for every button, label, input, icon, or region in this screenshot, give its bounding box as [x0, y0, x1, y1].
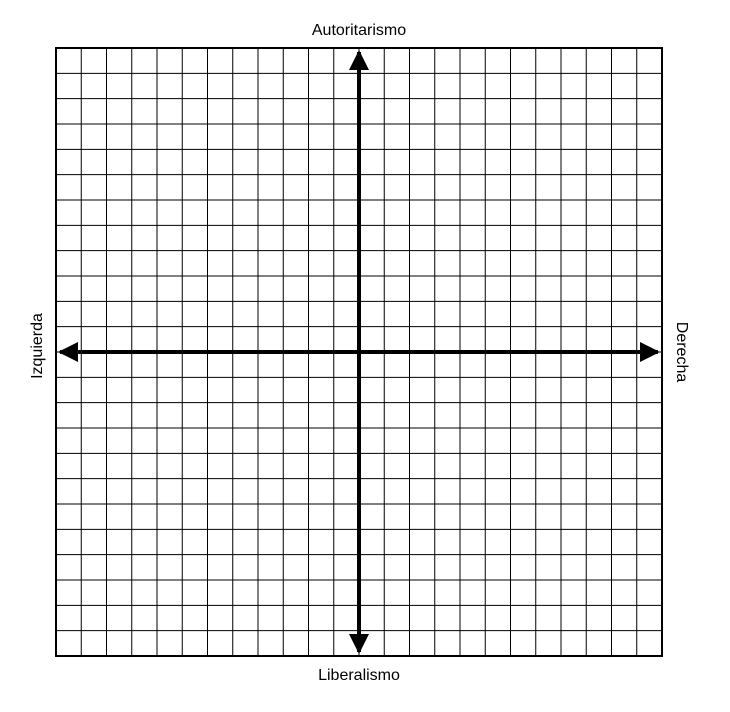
label-bottom: Liberalismo — [318, 667, 400, 684]
label-top: Autoritarismo — [312, 22, 406, 39]
grid-border — [55, 47, 663, 657]
label-right: Derecha — [673, 322, 690, 383]
label-left: Izquierda — [29, 313, 46, 379]
